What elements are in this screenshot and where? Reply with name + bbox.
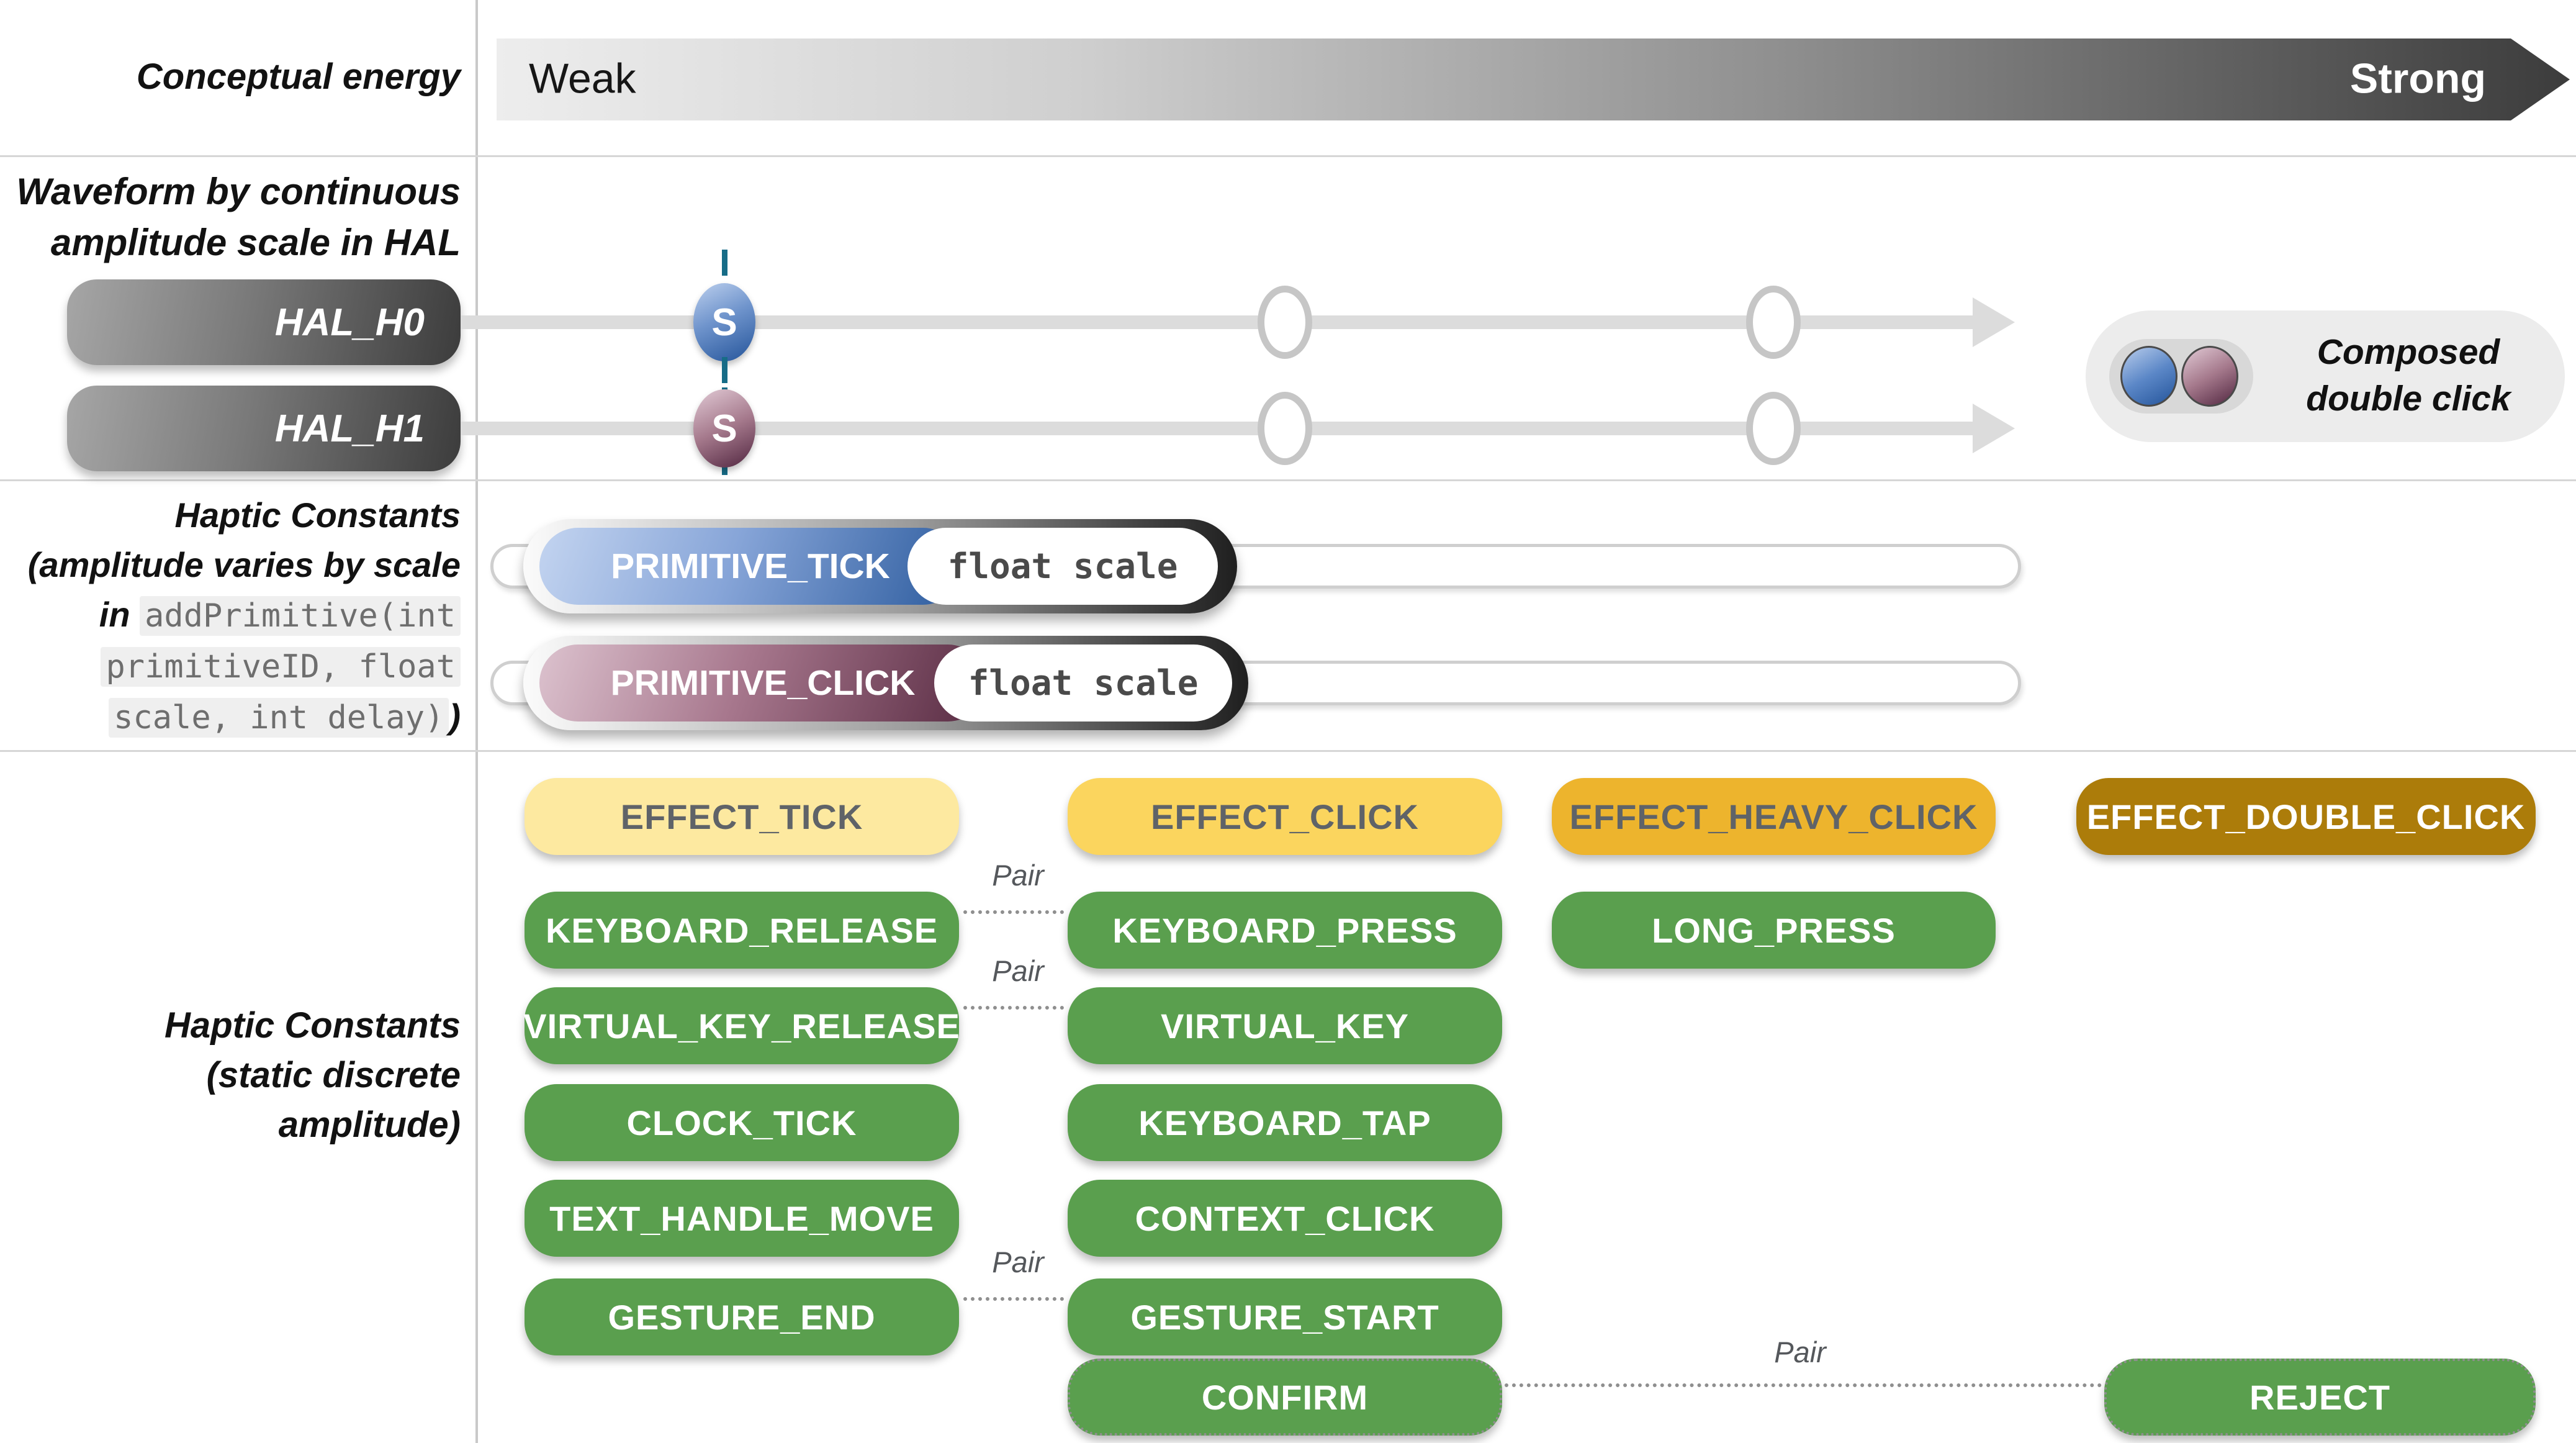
composed-double-click-label: Composed double click [2266,329,2551,422]
strong-label: Strong [2349,55,2486,102]
hal-h1-marker-letter: S [711,407,737,450]
waveform-label-line1: Waveform by continuous [16,171,461,212]
pair-line-virtual-key [963,1006,1064,1010]
effect-click-button[interactable]: EFFECT_CLICK [1068,778,1502,855]
constants-label-line3: amplitude) [278,1105,461,1145]
pair-line-confirm-reject [1505,1383,2102,1387]
primitives-label-line5: scale, int delay)) [14,692,461,743]
context-click-button[interactable]: CONTEXT_CLICK [1068,1180,1502,1257]
hal-h1-scale-marker: S [693,389,755,468]
primitive-tick-param: float scale [947,546,1178,587]
hal-h1-arrow-icon [1973,404,2015,453]
composed-click-pair-icon [2109,339,2253,414]
mauve-click-dot-icon [2181,346,2238,407]
hal-h1-label: HAL_H1 [274,407,425,450]
keyboard-tap-button[interactable]: KEYBOARD_TAP [1068,1084,1502,1161]
virtual-key-release-button[interactable]: VIRTUAL_KEY_RELEASE [523,987,960,1064]
primitive-tick-label: PRIMITIVE_TICK [611,546,890,586]
constants-section-label: Haptic Constants (static discrete amplit… [14,1001,461,1150]
clock-tick-button[interactable]: CLOCK_TICK [525,1084,959,1161]
blue-click-dot-icon [2120,346,2177,407]
hal-h0-scale-marker: S [693,283,755,361]
hal-h1-timeline [461,422,1974,435]
addprimitive-code: addPrimitive(int [140,596,461,636]
primitives-label-line1: Haptic Constants [174,495,461,535]
effect-double-click-button[interactable]: EFFECT_DOUBLE_CLICK [2076,778,2536,855]
energy-gradient-bar: Weak Strong [497,38,2570,120]
long-press-button[interactable]: LONG_PRESS [1552,892,1996,969]
conceptual-energy-label: Conceptual energy [136,57,461,97]
section-divider-2 [0,479,2576,481]
constants-label-line1: Haptic Constants [164,1005,461,1046]
hal-h0-empty-slot-icon [1746,286,1801,359]
hal-h0-arrow-icon [1973,297,2015,347]
primitive-click-label: PRIMITIVE_CLICK [610,663,916,703]
composed-double-click-badge: Composed double click [2086,310,2565,442]
column-divider [475,0,478,1443]
primitive-click-pill[interactable]: PRIMITIVE_CLICK [539,645,986,722]
pair-line-keyboard [963,910,1064,914]
primitive-click-param-pill: float scale [934,645,1232,722]
primitives-section-label: Haptic Constants (amplitude varies by sc… [14,491,461,743]
hal-h1-pill: HAL_H1 [67,386,461,471]
gesture-start-button[interactable]: GESTURE_START [1068,1278,1502,1355]
pair-label-keyboard: Pair [992,859,1044,892]
confirm-button[interactable]: CONFIRM [1068,1359,1502,1436]
keyboard-release-button[interactable]: KEYBOARD_RELEASE [525,892,959,969]
composed-label-line1: Composed [2317,332,2500,372]
pair-label-virtual-key: Pair [992,954,1044,987]
hal-h1-empty-slot-icon [1258,392,1312,465]
section-divider-3 [0,750,2576,752]
hal-h0-label: HAL_H0 [274,301,425,344]
hal-h0-marker-letter: S [711,301,737,344]
composed-label-line2: double click [2306,379,2511,418]
pair-label-gesture: Pair [992,1246,1044,1278]
pair-line-gesture [963,1297,1064,1301]
hal-h0-pill: HAL_H0 [67,279,461,365]
waveform-section-label: Waveform by continuous amplitude scale i… [14,166,461,268]
reject-button[interactable]: REJECT [2104,1359,2536,1436]
pair-label-confirm-reject: Pair [1774,1336,1826,1368]
primitive-click-param: float scale [968,663,1199,703]
constants-label-line2: (static discrete [206,1055,461,1095]
primitive-tick-param-pill: float scale [907,528,1218,605]
text-handle-move-button[interactable]: TEXT_HANDLE_MOVE [525,1180,959,1257]
hal-h0-empty-slot-icon [1258,286,1312,359]
primitives-label-line4: primitiveID, float [14,641,461,692]
waveform-label-line2: amplitude scale in HAL [50,222,461,263]
gesture-end-button[interactable]: GESTURE_END [525,1278,959,1355]
primitives-label-line3: in addPrimitive(int [14,590,461,641]
effect-tick-button[interactable]: EFFECT_TICK [525,778,959,855]
keyboard-press-button[interactable]: KEYBOARD_PRESS [1068,892,1502,969]
effect-heavy-click-button[interactable]: EFFECT_HEAVY_CLICK [1552,778,1996,855]
primitives-label-line2: (amplitude varies by scale [27,545,461,584]
virtual-key-button[interactable]: VIRTUAL_KEY [1068,987,1502,1064]
weak-label: Weak [529,55,636,102]
hal-h0-timeline [461,315,1974,329]
primitive-tick-pill[interactable]: PRIMITIVE_TICK [539,528,961,605]
section-divider-1 [0,155,2576,157]
hal-h1-empty-slot-icon [1746,392,1801,465]
